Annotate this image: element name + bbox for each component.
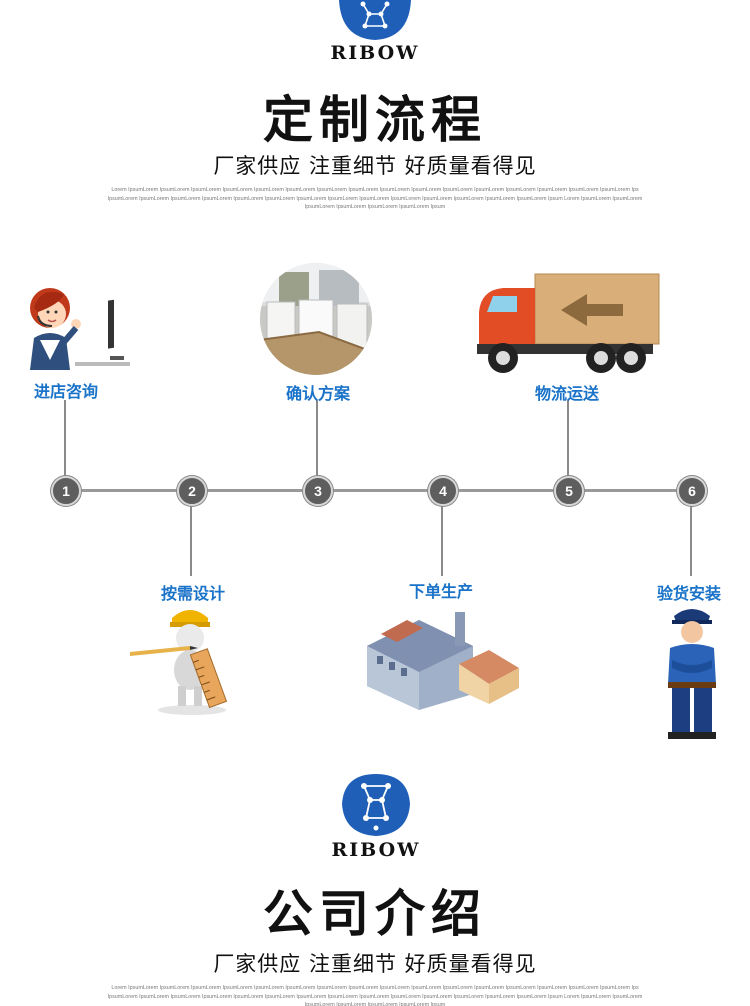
timeline-track bbox=[64, 489, 692, 492]
step-label-6: 验货安装 bbox=[656, 584, 721, 603]
section1-title: 定制流程 bbox=[263, 91, 487, 149]
brand-logo-bottom: RIBOW bbox=[316, 772, 436, 861]
customer-service-icon bbox=[30, 288, 130, 370]
designer-icon bbox=[130, 610, 228, 715]
step-label-1: 进店咨询 bbox=[33, 382, 98, 401]
ribow-logo-icon bbox=[339, 0, 411, 40]
section2-title: 公司介绍 bbox=[263, 885, 487, 943]
step-label-4: 下单生产 bbox=[408, 582, 473, 601]
step-node-4: 4 bbox=[428, 476, 458, 506]
step-node-1: 1 bbox=[51, 476, 81, 506]
section1-subtitle: 厂家供应 注重细节 好质量看得见 bbox=[213, 154, 537, 178]
factory-icon bbox=[367, 612, 519, 710]
section2-subtitle: 厂家供应 注重细节 好质量看得见 bbox=[213, 952, 537, 976]
ribow-logo-icon bbox=[342, 774, 410, 836]
step-label-3: 确认方案 bbox=[285, 384, 350, 403]
step-node-2: 2 bbox=[177, 476, 207, 506]
connector-4 bbox=[441, 504, 443, 576]
step-node-6: 6 bbox=[677, 476, 707, 506]
brand-name-bottom: RIBOW bbox=[331, 839, 421, 861]
connector-1 bbox=[64, 400, 66, 478]
section1-lorem: Lorem IpsumLorem IpsumLorem IpsumLorem I… bbox=[107, 187, 643, 210]
delivery-truck-icon bbox=[477, 273, 660, 373]
showroom-photo bbox=[260, 263, 372, 375]
step-label-5: 物流运送 bbox=[534, 384, 599, 403]
connector-2 bbox=[190, 504, 192, 576]
connector-6 bbox=[690, 504, 692, 576]
connector-5 bbox=[567, 400, 569, 478]
connector-3 bbox=[316, 400, 318, 478]
brand-logo-top: RIBOW bbox=[315, 0, 435, 64]
brand-name: RIBOW bbox=[330, 42, 420, 64]
installer-icon bbox=[668, 609, 716, 739]
section2-lorem: Lorem IpsumLorem IpsumLorem IpsumLorem I… bbox=[107, 985, 643, 1006]
step-node-5: 5 bbox=[554, 476, 584, 506]
step-node-3: 3 bbox=[303, 476, 333, 506]
step-label-2: 按需设计 bbox=[160, 584, 225, 603]
